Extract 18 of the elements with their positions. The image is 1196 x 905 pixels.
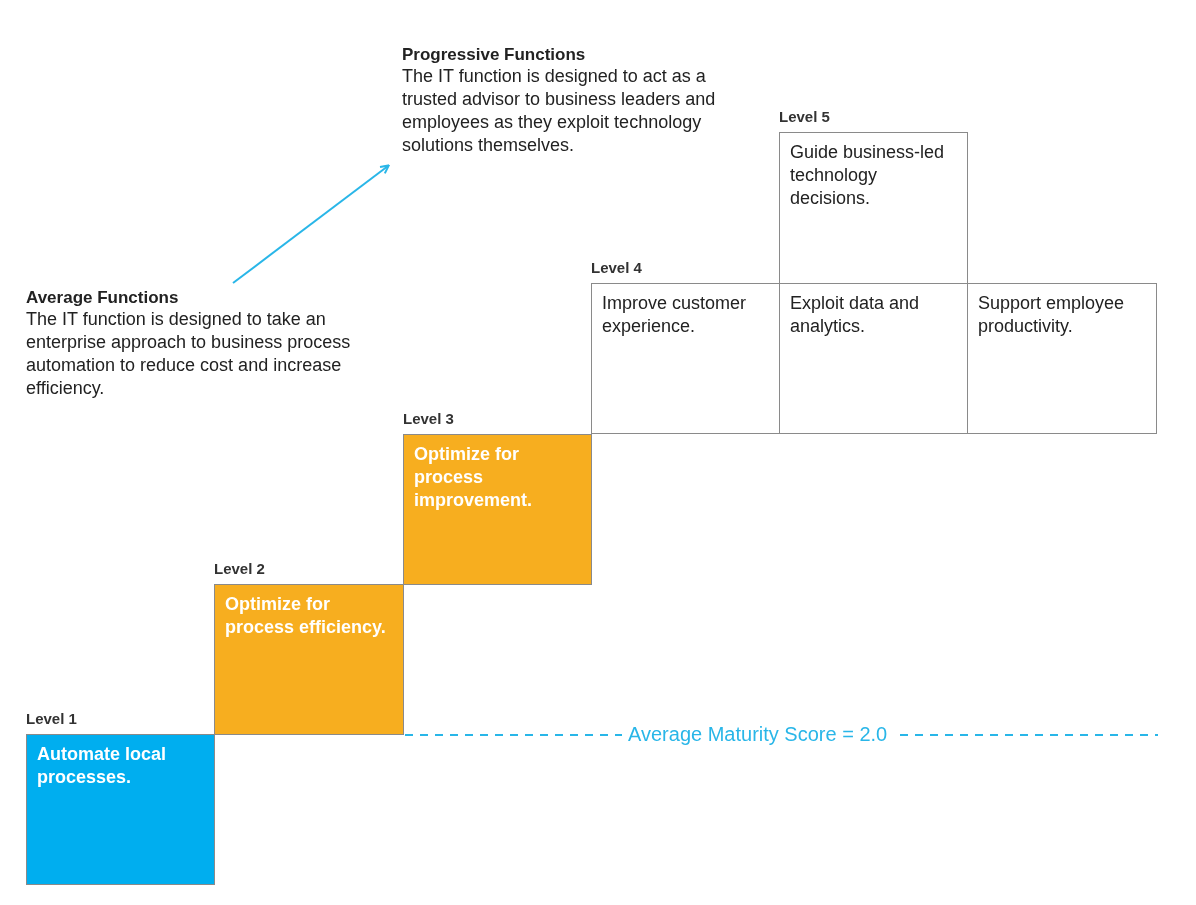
description-text: The IT function is designed to take an enterprise approach to business process automation to reduce cost and increase efficiency.: [26, 308, 352, 400]
level-label: Level 5: [779, 108, 830, 125]
level-label: Level 1: [26, 710, 77, 727]
box-text: Support employee productivity.: [978, 292, 1126, 338]
level-label: Level 3: [403, 410, 454, 427]
score-label: Average Maturity Score = 2.0: [622, 723, 894, 746]
box-text: Optimize for process efficiency.: [225, 593, 387, 639]
box-text: Optimize for process improvement.: [414, 443, 534, 512]
heading-text: Progressive Functions: [402, 45, 587, 65]
arrow: [232, 164, 390, 284]
heading-text: Average Functions: [26, 288, 180, 308]
level-label: Level 4: [591, 259, 642, 276]
box-text: Automate local processes.: [37, 743, 168, 789]
box-text: Improve customer experience.: [602, 292, 748, 338]
box-text: Guide business-led technology decisions.: [790, 141, 946, 210]
box-text: Exploit data and analytics.: [790, 292, 921, 338]
description-text: The IT function is designed to act as a trusted advisor to business leaders and employees as they exploit technology solutions themselves.: [402, 65, 717, 157]
level-label: Level 2: [214, 560, 265, 577]
